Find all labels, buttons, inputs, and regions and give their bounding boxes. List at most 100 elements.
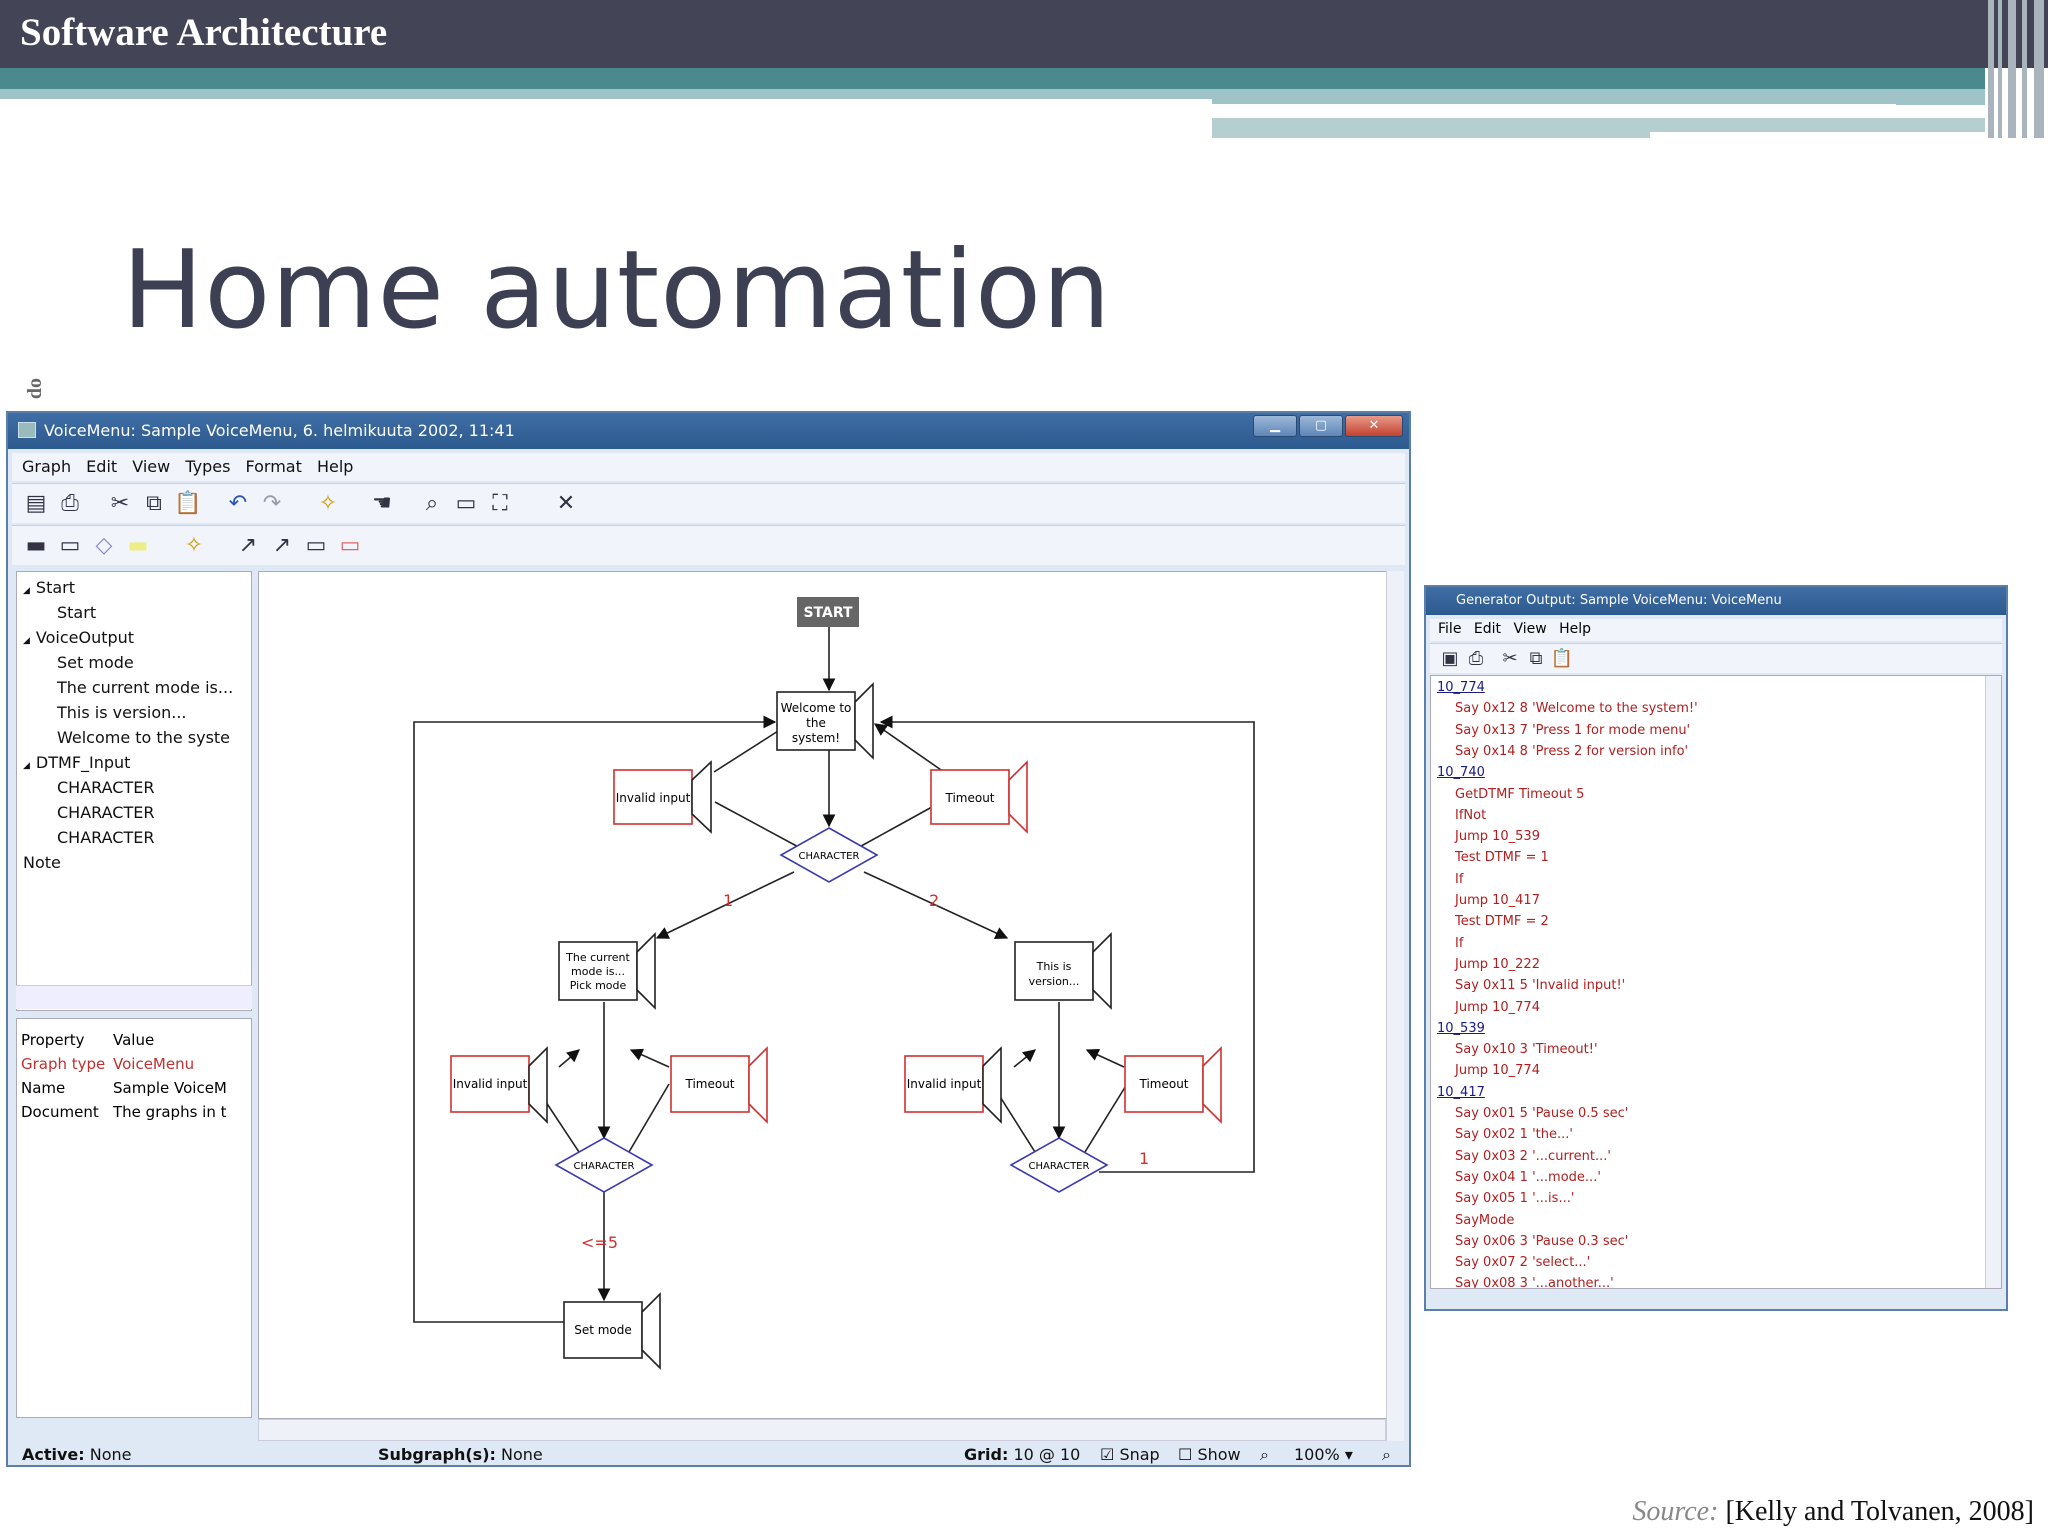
select-tool-icon[interactable]: ✧	[184, 533, 204, 558]
note-type-icon[interactable]: ▬	[127, 533, 149, 558]
redo-icon[interactable]: ↷	[262, 491, 282, 516]
header-stripe	[1212, 89, 1985, 105]
voice-output-type-icon[interactable]: ▭	[59, 533, 81, 558]
zoom-in-icon[interactable]: ⌕	[1382, 1445, 1391, 1464]
menu-edit[interactable]: Edit	[86, 457, 118, 476]
tree-expander-icon[interactable]: ◢	[23, 636, 30, 646]
svg-text:CHARACTER: CHARACTER	[799, 851, 860, 862]
copy-icon[interactable]: ⧉	[146, 491, 162, 516]
paste-icon[interactable]: 📋	[1550, 648, 1574, 669]
zoom-value: 100%	[1294, 1445, 1340, 1464]
svg-text:Invalid input: Invalid input	[453, 1077, 528, 1091]
properties-icon[interactable]: ▤	[25, 491, 47, 516]
property-row[interactable]: Name Sample VoiceM	[21, 1077, 241, 1099]
main-toolbar: ▤ ⎙ ✂ ⧉ 📋 ↶ ↷ ✧ ☚ ⌕ ▭ ⛶ ✕	[12, 483, 1405, 523]
minimize-button[interactable]: ▁	[1253, 415, 1297, 437]
cut-icon[interactable]: ✂	[1502, 648, 1518, 669]
pan-hand-icon[interactable]: ☚	[372, 491, 392, 516]
generator-vertical-scrollbar[interactable]	[1985, 676, 2001, 1288]
copy-icon[interactable]: ⧉	[1529, 648, 1543, 669]
connect-icon[interactable]: ↗	[238, 533, 258, 558]
tree-item[interactable]: Set mode	[57, 653, 134, 675]
menu-format[interactable]: Format	[245, 457, 302, 476]
menu-view[interactable]: View	[132, 457, 171, 476]
invalid-input-voice-node: Invalid input	[613, 760, 712, 834]
select-tool-icon[interactable]: ✧	[318, 491, 338, 516]
zoom-select[interactable]: 100% ▾	[1294, 1445, 1353, 1464]
zoom-out-icon[interactable]: ⌕	[1260, 1445, 1269, 1464]
svg-text:mode is...: mode is...	[571, 965, 625, 978]
print-icon[interactable]: ⎙	[61, 491, 79, 516]
tree-expander-icon[interactable]: ◢	[23, 586, 30, 596]
status-bar: Active: None Subgraph(s): None Grid: 10 …	[12, 1443, 1405, 1465]
show-checkbox[interactable]: ☐ Show	[1178, 1445, 1241, 1464]
snap-label: Snap	[1119, 1445, 1160, 1464]
zoom-icon[interactable]: ⌕	[425, 491, 439, 516]
property-name: Document	[21, 1103, 99, 1121]
generator-output-line: Say 0x08 3 '...another...'	[1455, 1276, 1614, 1289]
tree-item[interactable]: Welcome to the syste	[57, 728, 230, 750]
tree-item-label: CHARACTER	[57, 803, 155, 822]
fit-icon[interactable]: ⛶	[492, 491, 508, 516]
role-red-icon[interactable]: ▭	[339, 533, 361, 558]
generator-menu-bar: File Edit View Help	[1430, 619, 2002, 641]
maximize-button[interactable]: ▢	[1299, 415, 1343, 437]
grid-value: 10 @ 10	[1013, 1445, 1081, 1464]
invalid-input-voice-node: Invalid input	[450, 1046, 548, 1124]
menu-view[interactable]: View	[1513, 621, 1547, 637]
tree-item[interactable]: This is version...	[57, 703, 187, 725]
menu-graph[interactable]: Graph	[22, 457, 72, 476]
menu-types[interactable]: Types	[185, 457, 231, 476]
generator-output-line: If	[1455, 935, 1464, 951]
tree-expander-icon[interactable]: ◢	[23, 761, 30, 771]
tree-horizontal-scrollbar[interactable]	[16, 985, 252, 1009]
property-value: VoiceMenu	[113, 1055, 195, 1073]
tree-item-label: CHARACTER	[57, 828, 155, 847]
subgraph-label: Subgraph(s):	[378, 1445, 496, 1464]
menu-edit[interactable]: Edit	[1473, 621, 1502, 637]
save-icon[interactable]: ▣	[1441, 648, 1459, 669]
window-titlebar[interactable]: VoiceMenu: Sample VoiceMenu, 6. helmikuu…	[8, 413, 1409, 449]
dtmf-input-type-icon[interactable]: ◇	[95, 533, 113, 558]
diagram-canvas[interactable]: START Welcome to the system! Invalid inp…	[258, 571, 1404, 1419]
edge-label-1: 1	[1139, 1149, 1149, 1168]
tree-item[interactable]: CHARACTER	[57, 778, 154, 800]
generator-output-line: 10_539	[1437, 1020, 1485, 1036]
grid-label: Grid:	[964, 1445, 1009, 1464]
tree-item[interactable]: The current mode is...	[57, 678, 233, 700]
value-column-header: Value	[113, 1031, 155, 1049]
svg-text:Invalid input: Invalid input	[907, 1077, 982, 1091]
print-icon[interactable]: ⎙	[1468, 648, 1484, 669]
generator-output-line: Say 0x14 8 'Press 2 for version info'	[1455, 743, 1689, 759]
tree-item[interactable]: ◢Start	[23, 578, 75, 600]
close-button[interactable]: ✕	[1345, 415, 1403, 437]
voicemenu-diagram: START Welcome to the system! Invalid inp…	[413, 597, 1255, 1370]
frame-icon[interactable]: ▭	[455, 491, 477, 516]
menu-file[interactable]: File	[1438, 621, 1462, 637]
snap-checkbox[interactable]: ☑ Snap	[1100, 1445, 1160, 1464]
property-row[interactable]: Document The graphs in t	[21, 1101, 241, 1123]
role-icon[interactable]: ▭	[305, 533, 327, 558]
property-row[interactable]: Graph type VoiceMenu	[21, 1053, 241, 1075]
paste-icon[interactable]: 📋	[174, 491, 202, 516]
canvas-vertical-scrollbar[interactable]	[1386, 571, 1404, 1441]
tree-item[interactable]: ◢DTMF_Input	[23, 753, 130, 775]
cut-icon[interactable]: ✂	[110, 491, 130, 516]
generator-output-line: Say 0x05 1 '...is...'	[1455, 1191, 1575, 1207]
tree-item[interactable]: CHARACTER	[57, 828, 154, 850]
tree-item[interactable]: CHARACTER	[57, 803, 154, 825]
delete-icon[interactable]: ✕	[556, 491, 576, 516]
connect-alt-icon[interactable]: ↗	[272, 533, 292, 558]
generator-window-title[interactable]: Generator Output: Sample VoiceMenu: Voic…	[1426, 587, 2006, 615]
menu-help[interactable]: Help	[1559, 621, 1592, 637]
tree-item[interactable]: ◢VoiceOutput	[23, 628, 134, 650]
tree-item[interactable]: Start	[57, 603, 96, 625]
canvas-horizontal-scrollbar[interactable]	[258, 1419, 1386, 1441]
properties-panel: Property Value Graph type VoiceMenu Name…	[16, 1018, 252, 1418]
start-type-icon[interactable]: ▬	[25, 533, 47, 558]
undo-icon[interactable]: ↶	[228, 491, 248, 516]
tree-item[interactable]: Note	[23, 853, 61, 875]
svg-text:The current: The current	[565, 951, 630, 964]
menu-help[interactable]: Help	[316, 457, 354, 476]
